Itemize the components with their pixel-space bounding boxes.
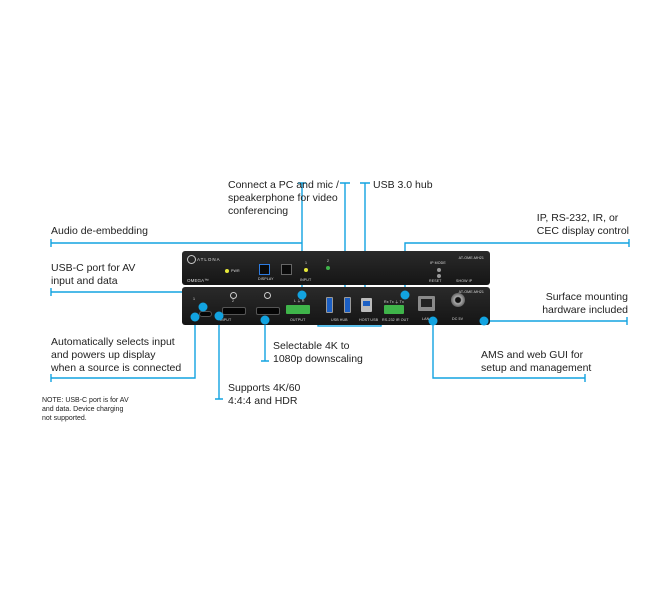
lan-port: [418, 296, 435, 311]
pc-mic-line-3: conferencing: [228, 205, 289, 217]
ams-line-2: setup and management: [481, 362, 592, 374]
hdr-line-1: Supports 4K/60: [228, 382, 301, 394]
usb-hub-port-2: [344, 297, 351, 313]
usbc-line-2: input and data: [51, 275, 118, 287]
model-label-front: AT-OME-MH21: [458, 256, 484, 260]
hdr-line-2: 4:4:4 and HDR: [228, 395, 298, 407]
rear-input-label: INPUT: [220, 318, 232, 322]
ip-control-dot: [400, 290, 410, 300]
hdmi-output-port: [256, 307, 280, 315]
usb-hub-label: USB HUB: [331, 318, 348, 322]
ams-line-1: AMS and web GUI for: [481, 349, 584, 361]
auto-select-line-3: when a source is connected: [51, 362, 182, 374]
series-label: OMEGA™: [187, 278, 209, 283]
ip-control-line-2: CEC display control: [536, 225, 629, 237]
usbc-line-1: USB-C port for AV: [51, 262, 136, 274]
ip-mode-led-1: [437, 268, 441, 272]
device-front-panel: ATLONA AT-OME-MH21 OMEGA™ PWR DISPLAY 1 …: [182, 251, 490, 285]
usb-hub-callout: USB 3.0 hub: [373, 179, 433, 191]
pwr-label: PWR: [231, 269, 240, 273]
surface-leader: [484, 317, 628, 325]
hdmi-input-port: [222, 307, 246, 315]
rs232-label: RS-232 IR OUT: [382, 318, 409, 322]
downscale-line-2: 1080p downscaling: [273, 353, 363, 365]
display-label: DISPLAY: [258, 277, 274, 281]
host-usb-label: HOST USB: [359, 318, 379, 322]
downscale-dot: [260, 315, 270, 325]
surface-line-2: hardware included: [542, 304, 628, 316]
auto-select-line-1: Automatically selects input: [51, 336, 175, 348]
atlona-logo-icon: [187, 255, 196, 264]
hdmi-out-gear-icon: [264, 292, 271, 299]
dc-label: DC 5V: [452, 317, 464, 321]
usbc-dot: [198, 302, 208, 312]
host-usb-port: [361, 298, 372, 312]
reset-label: RESET: [429, 279, 442, 283]
input-in1-label: 1: [305, 261, 308, 265]
ams-leader: [432, 321, 586, 382]
audio-callout: Audio de-embedding: [51, 225, 148, 237]
input1-led: [304, 268, 308, 272]
usbc-note: NOTE: USB-C port is for AV and data. Dev…: [42, 396, 129, 423]
downscale-line-1: Selectable 4K to: [273, 340, 350, 352]
audio-pin-label: L ⏚ R: [294, 299, 305, 303]
front-input-label: INPUT: [300, 278, 312, 282]
rs232-terminal: [384, 305, 404, 314]
pc-mic-callout: Connect a PC and mic / speakerphone for …: [228, 179, 339, 218]
lan-label: LAN: [422, 317, 430, 321]
usb-hub-port-1: [326, 297, 333, 313]
show-ip-label: SHOW IP: [456, 279, 473, 283]
dc-power-port: [451, 293, 465, 307]
pc-mic-line-2: speakerphone for video: [228, 192, 338, 204]
note-line-2: and data. Device charging: [42, 406, 124, 413]
note-line-3: not supported.: [42, 415, 87, 422]
input-in2-label: 2: [327, 259, 330, 263]
rear-in1-label: 1: [193, 297, 196, 301]
rs232-pin-label: Rx Tx ⏚ Tx: [384, 300, 404, 304]
pc-mic-line-1: Connect a PC and mic /: [228, 179, 339, 191]
pc-mic-dot: [297, 290, 307, 300]
hdr-dot: [214, 311, 224, 321]
device-rear-panel: AT-OME-MH21 1 2 INPUT OUTPUT L ⏚ R USB H…: [182, 287, 490, 325]
pwr-led: [225, 269, 229, 273]
surface-line-1: Surface mounting: [545, 291, 628, 303]
ip-control-callout: IP, RS-232, IR, or CEC display control: [537, 212, 629, 238]
hdr-leader: [215, 316, 223, 400]
hdr-callout: Supports 4K/60 4:4:4 and HDR: [228, 382, 300, 408]
audio-leader: [50, 239, 302, 247]
model-label-rear: AT-OME-MH21: [458, 290, 484, 294]
usbc-callout: USB-C port for AV input and data: [51, 262, 135, 288]
ip-mode-label: IP MODE: [430, 261, 446, 265]
auto-select-callout: Automatically selects input and powers u…: [51, 336, 181, 375]
display-button[interactable]: [259, 264, 270, 275]
downscale-callout: Selectable 4K to 1080p downscaling: [273, 340, 363, 366]
ip-mode-led-2: [437, 274, 441, 278]
auto-select-leader: [50, 317, 196, 382]
usbc-port: [199, 311, 212, 317]
auto-select-dot: [190, 312, 200, 322]
ip-control-line-1: IP, RS-232, IR, or: [536, 212, 619, 224]
rear-output-label: OUTPUT: [290, 318, 306, 322]
surface-callout: Surface mounting hardware included: [542, 291, 628, 317]
auto-select-line-2: and powers up display: [51, 349, 156, 361]
input-button[interactable]: [281, 264, 292, 275]
surface-dot: [479, 316, 489, 326]
audio-terminal: [286, 305, 310, 314]
ams-callout: AMS and web GUI for setup and management: [481, 349, 591, 375]
downscale-leader: [261, 320, 269, 362]
input2-led: [326, 266, 330, 270]
ams-dot: [428, 316, 438, 326]
hdmi-in-gear-icon: [230, 292, 237, 299]
note-line-1: NOTE: USB-C port is for AV: [42, 397, 129, 404]
rear-in2-label: 2: [232, 299, 235, 303]
brand-label: ATLONA: [197, 257, 221, 262]
